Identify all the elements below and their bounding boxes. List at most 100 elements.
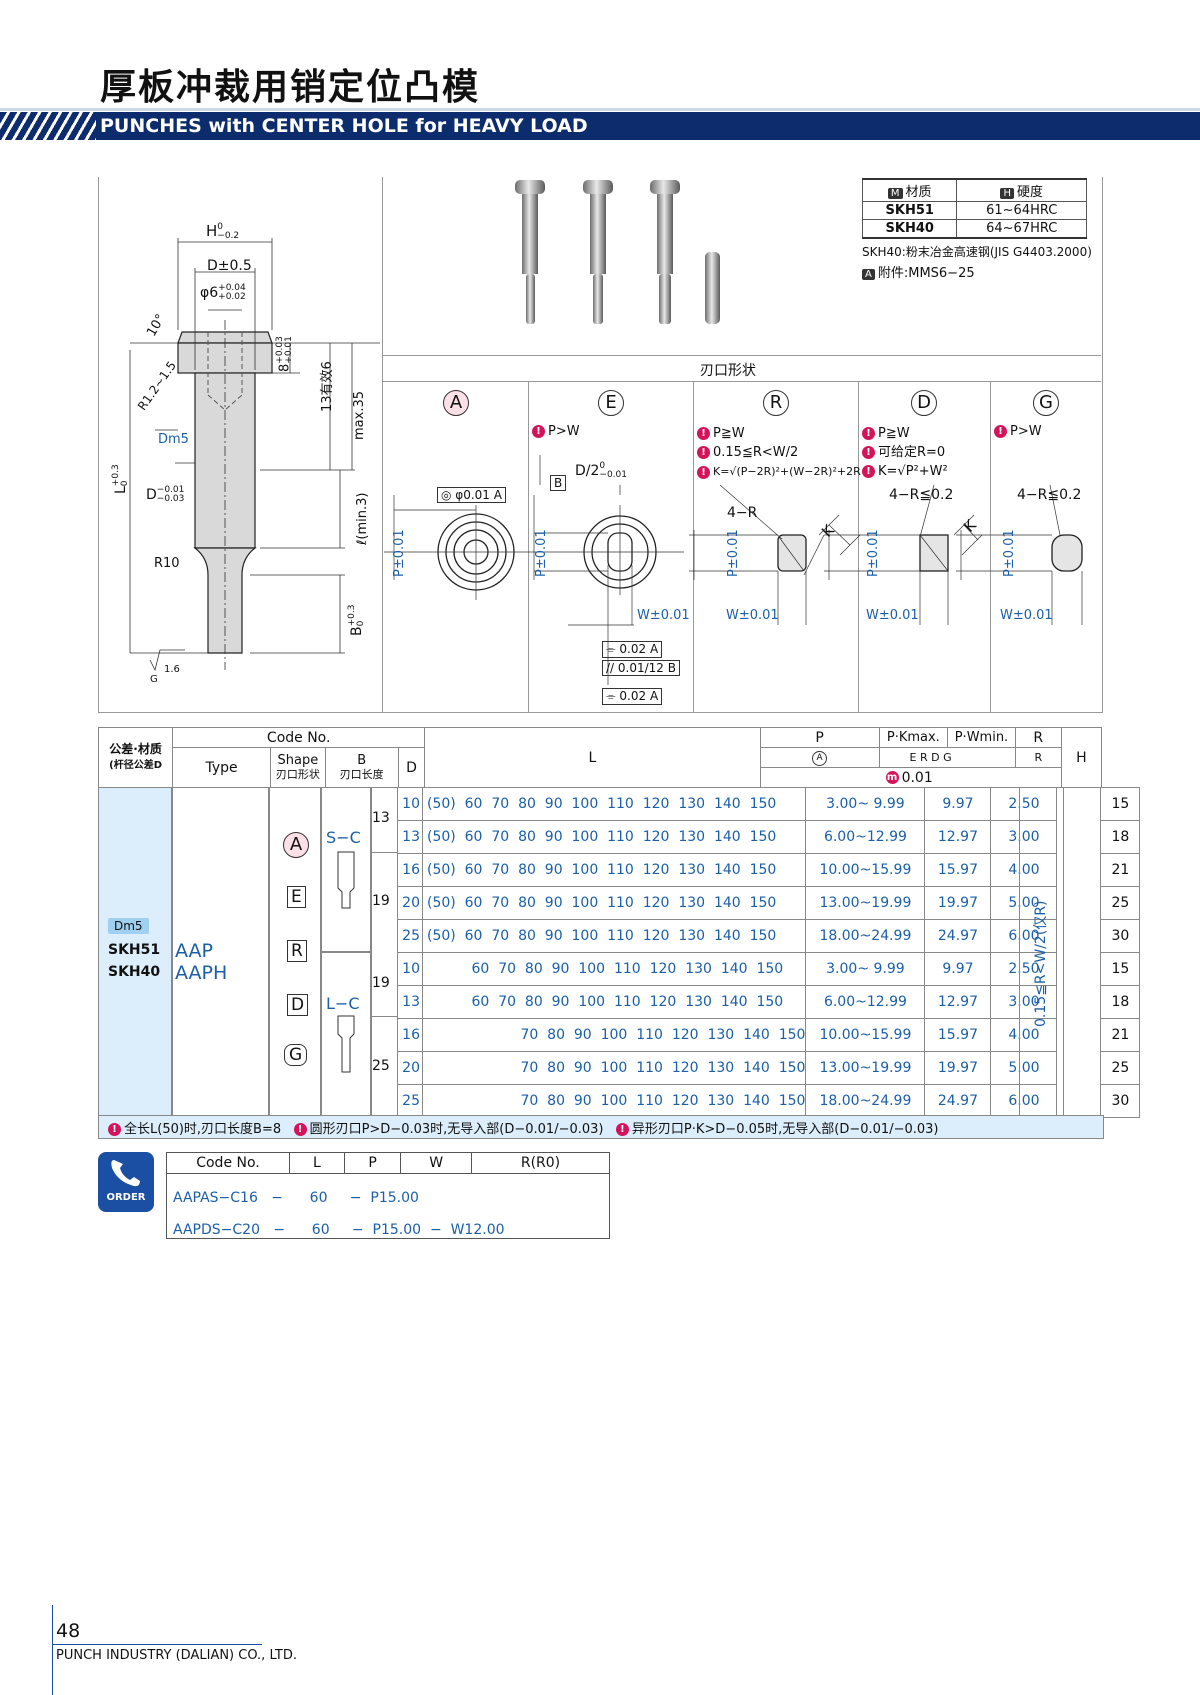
banner-accent xyxy=(0,108,1200,111)
p-cell: 10.00~15.99 xyxy=(805,1018,926,1052)
p-cell: 10.00~15.99 xyxy=(805,853,926,887)
p-dim-g: P±0.01 xyxy=(1002,529,1017,577)
b-datum: B xyxy=(550,475,567,491)
spec-table-header: 公差·材质(杆径公差D Code No. L P P·Kmax. P·Wmin.… xyxy=(97,727,1103,788)
p-dim-e: P±0.01 xyxy=(534,529,549,577)
shape-col-divider xyxy=(528,381,529,712)
d-cell: 25 xyxy=(397,919,423,953)
d-cell: 10 xyxy=(397,787,423,821)
pk-cell: 12.97 xyxy=(924,985,992,1019)
w-dim-g: W±0.01 xyxy=(1000,608,1053,623)
pw-cell: 5.00 xyxy=(990,1051,1058,1085)
page-title-cn: 厚板冲裁用销定位凸模 xyxy=(100,67,481,108)
lc-profile-icon xyxy=(337,1015,355,1073)
col-tol-material: 公差·材质(杆径公差D xyxy=(97,727,174,788)
grind-mark: G xyxy=(150,674,158,685)
pk-cell: 12.97 xyxy=(924,820,992,854)
table-row: 10(50) 60 70 80 90 100 110 120 130 140 1… xyxy=(397,787,1141,821)
dim-dm5: Dm5 xyxy=(158,432,189,447)
l-cell: (50) 60 70 80 90 100 110 120 130 140 150 xyxy=(421,853,807,887)
material-hardness: 64~67HRC xyxy=(956,219,1087,239)
b-subline xyxy=(370,1016,398,1017)
shape-col-divider xyxy=(693,381,694,712)
shape-code-e: E xyxy=(598,390,624,416)
pw-cell: 3.00 xyxy=(990,820,1058,854)
col-p-shape: A xyxy=(759,747,880,768)
radius-label-d: 4−R≦0.2 xyxy=(889,487,954,503)
d-cell: 20 xyxy=(397,886,423,920)
shape-divider-top xyxy=(383,355,1101,356)
l-cell: (50) 60 70 80 90 100 110 120 130 140 150 xyxy=(421,886,807,920)
gdt-flatness-2: ⌯ 0.02 A xyxy=(602,688,663,705)
material-skh40: SKH40 xyxy=(108,964,161,980)
p-cell: 18.00~24.99 xyxy=(805,919,926,953)
order-icon-label: ORDER xyxy=(106,1192,146,1203)
dim-d-tol: D−0.01−0.03 xyxy=(146,485,185,504)
shape-g-note: !P>W xyxy=(994,424,1042,439)
col-p: P xyxy=(759,727,880,748)
col-pk-shape: E R D G xyxy=(878,747,1016,768)
half-d-dim: D/20−0.01 xyxy=(575,461,627,480)
h-cell: 25 xyxy=(1100,1051,1141,1085)
material-note: SKH40:粉末冶金高速钢(JIS G4403.2000) xyxy=(862,245,1092,259)
p-dim-a: P±0.01 xyxy=(392,529,407,577)
l-cell: 70 80 90 100 110 120 130 140 150 xyxy=(421,1018,807,1052)
d-cell: 20 xyxy=(397,1051,423,1085)
h-cell: 21 xyxy=(1100,1018,1141,1052)
material-name: SKH40 xyxy=(861,219,958,239)
pw-cell: 2.50 xyxy=(990,787,1058,821)
pk-cell: 9.97 xyxy=(924,787,992,821)
radius-label-r: 4−R xyxy=(727,505,758,521)
pk-cell: 24.97 xyxy=(924,1084,992,1118)
spec-table-body: 10 (50) 60 70 80 90 100 110 120 130 140 1… xyxy=(397,787,1141,1118)
b-block-sc xyxy=(320,787,372,953)
order-row: AAPAS−C16 − 60 − P15.00 xyxy=(166,1173,610,1206)
pk-cell: 19.97 xyxy=(924,1051,992,1085)
l-cell: 70 80 90 100 110 120 130 140 150 xyxy=(421,1084,807,1118)
drawing-panel xyxy=(98,177,1103,713)
order-col-l: L xyxy=(289,1152,345,1174)
roughness-value: 1.6 xyxy=(164,664,180,675)
gdt-flatness-1: ⌯ 0.02 A xyxy=(602,641,663,658)
b-val-19a: 19 xyxy=(372,893,390,909)
sc-label: S−C xyxy=(326,828,361,847)
h-cell: 25 xyxy=(1100,886,1141,920)
d-cell: 13 xyxy=(397,820,423,854)
punch-drawing xyxy=(129,238,380,672)
l-cell: 70 80 90 100 110 120 130 140 150 xyxy=(421,1051,807,1085)
material-skh51: SKH51 xyxy=(108,942,161,958)
dm5-badge: Dm5 xyxy=(108,918,149,934)
d-cell: 25 xyxy=(397,1084,423,1118)
p-dim-r: P±0.01 xyxy=(726,529,741,577)
shape-d-notes: !P≧W !可给定R=0 !K=√P²+W² xyxy=(862,424,948,481)
banner-stripes xyxy=(0,112,96,140)
footer-vline xyxy=(52,1605,53,1695)
col-d: D xyxy=(397,747,426,788)
h-cell: 21 xyxy=(1100,853,1141,887)
p-cell: 3.00~ 9.99 xyxy=(805,787,926,821)
p-cell: 13.00~19.99 xyxy=(805,1051,926,1085)
b-subline xyxy=(370,852,398,853)
b-val-13: 13 xyxy=(372,810,390,826)
shape-e-note: !P>W xyxy=(532,424,580,439)
dim-max35: max.35 xyxy=(352,391,367,440)
b-val-25: 25 xyxy=(372,1058,390,1074)
h-cell: 15 xyxy=(1100,787,1141,821)
material-hardness: 61~64HRC xyxy=(956,201,1087,220)
material-divider xyxy=(860,177,861,355)
company-name: PUNCH INDUSTRY (DALIAN) CO., LTD. xyxy=(56,1648,297,1663)
table-shape-a: A xyxy=(283,832,309,858)
pk-cell: 15.97 xyxy=(924,853,992,887)
col-type: Type xyxy=(172,747,272,788)
d-cell: 10 xyxy=(397,952,423,986)
h-cell: 18 xyxy=(1100,985,1141,1019)
h-cell: 30 xyxy=(1100,919,1141,953)
dim-lmin: ℓ(min.3) xyxy=(355,492,370,545)
table-shape-d: D xyxy=(287,994,309,1016)
pw-cell: 4.00 xyxy=(990,1018,1058,1052)
